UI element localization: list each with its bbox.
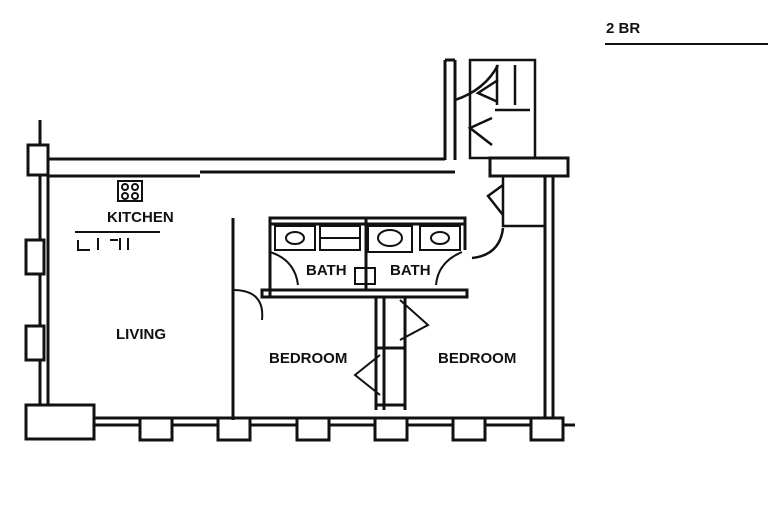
exterior-walls	[26, 58, 575, 430]
room-label-bath-1: BATH	[306, 262, 347, 279]
closets	[454, 58, 547, 260]
unit-type-title: 2 BR	[606, 20, 641, 37]
title-underline	[605, 43, 768, 45]
bath-fixtures	[274, 225, 461, 285]
room-label-bath-2: BATH	[390, 262, 431, 279]
room-label-bedroom-2: BEDROOM	[438, 350, 517, 367]
room-label-living: LIVING	[116, 326, 167, 343]
interior-walls	[231, 216, 469, 420]
kitchen-fixtures	[75, 180, 160, 251]
room-label-kitchen: KITCHEN	[107, 209, 174, 226]
room-label-bedroom-1: BEDROOM	[269, 350, 348, 367]
windows	[24, 238, 565, 442]
